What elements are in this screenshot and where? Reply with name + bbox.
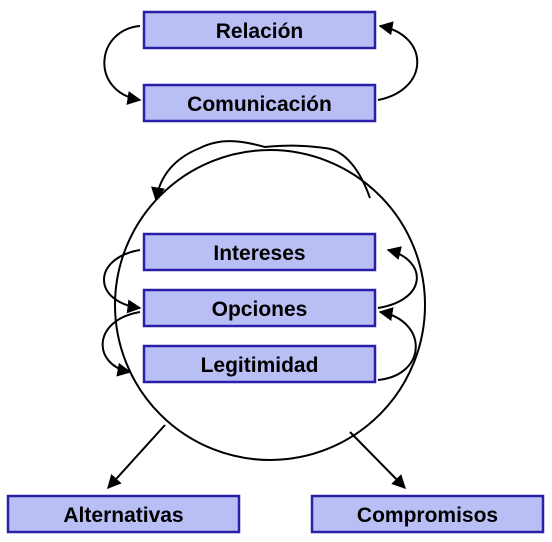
legitimidad-to-opciones-arrow [377,307,417,381]
box-comunicacion-label: Comunicación [187,93,332,116]
circle-to-compromisos-arrow [349,431,406,489]
comunicacion-to-circle-curve [151,140,371,202]
box-compromisos-label: Compromisos [357,504,498,527]
box-comunicacion: Comunicación [142,83,377,123]
box-relacion-label: Relación [216,20,304,43]
box-opciones-label: Opciones [212,298,308,321]
intereses-to-opciones-arrow [103,249,142,314]
box-intereses: Intereses [142,232,377,272]
box-alternativas-label: Alternativas [63,504,183,527]
box-opciones: Opciones [142,288,377,328]
box-intereses-label: Intereses [213,242,305,265]
comunicacion-to-relacion-arrow [377,21,419,101]
box-legitimidad: Legitimidad [142,344,377,384]
central-circle [114,149,426,461]
box-legitimidad-label: Legitimidad [201,354,319,377]
opciones-to-legitimidad-arrow [101,311,141,377]
box-relacion: Relación [142,10,377,50]
circle-to-alternativas-arrow [107,424,166,490]
relacion-to-comunicacion-arrow [103,25,142,105]
opciones-to-intereses-arrow [377,246,418,309]
box-alternativas: Alternativas [6,494,241,534]
box-compromisos: Compromisos [310,494,545,534]
